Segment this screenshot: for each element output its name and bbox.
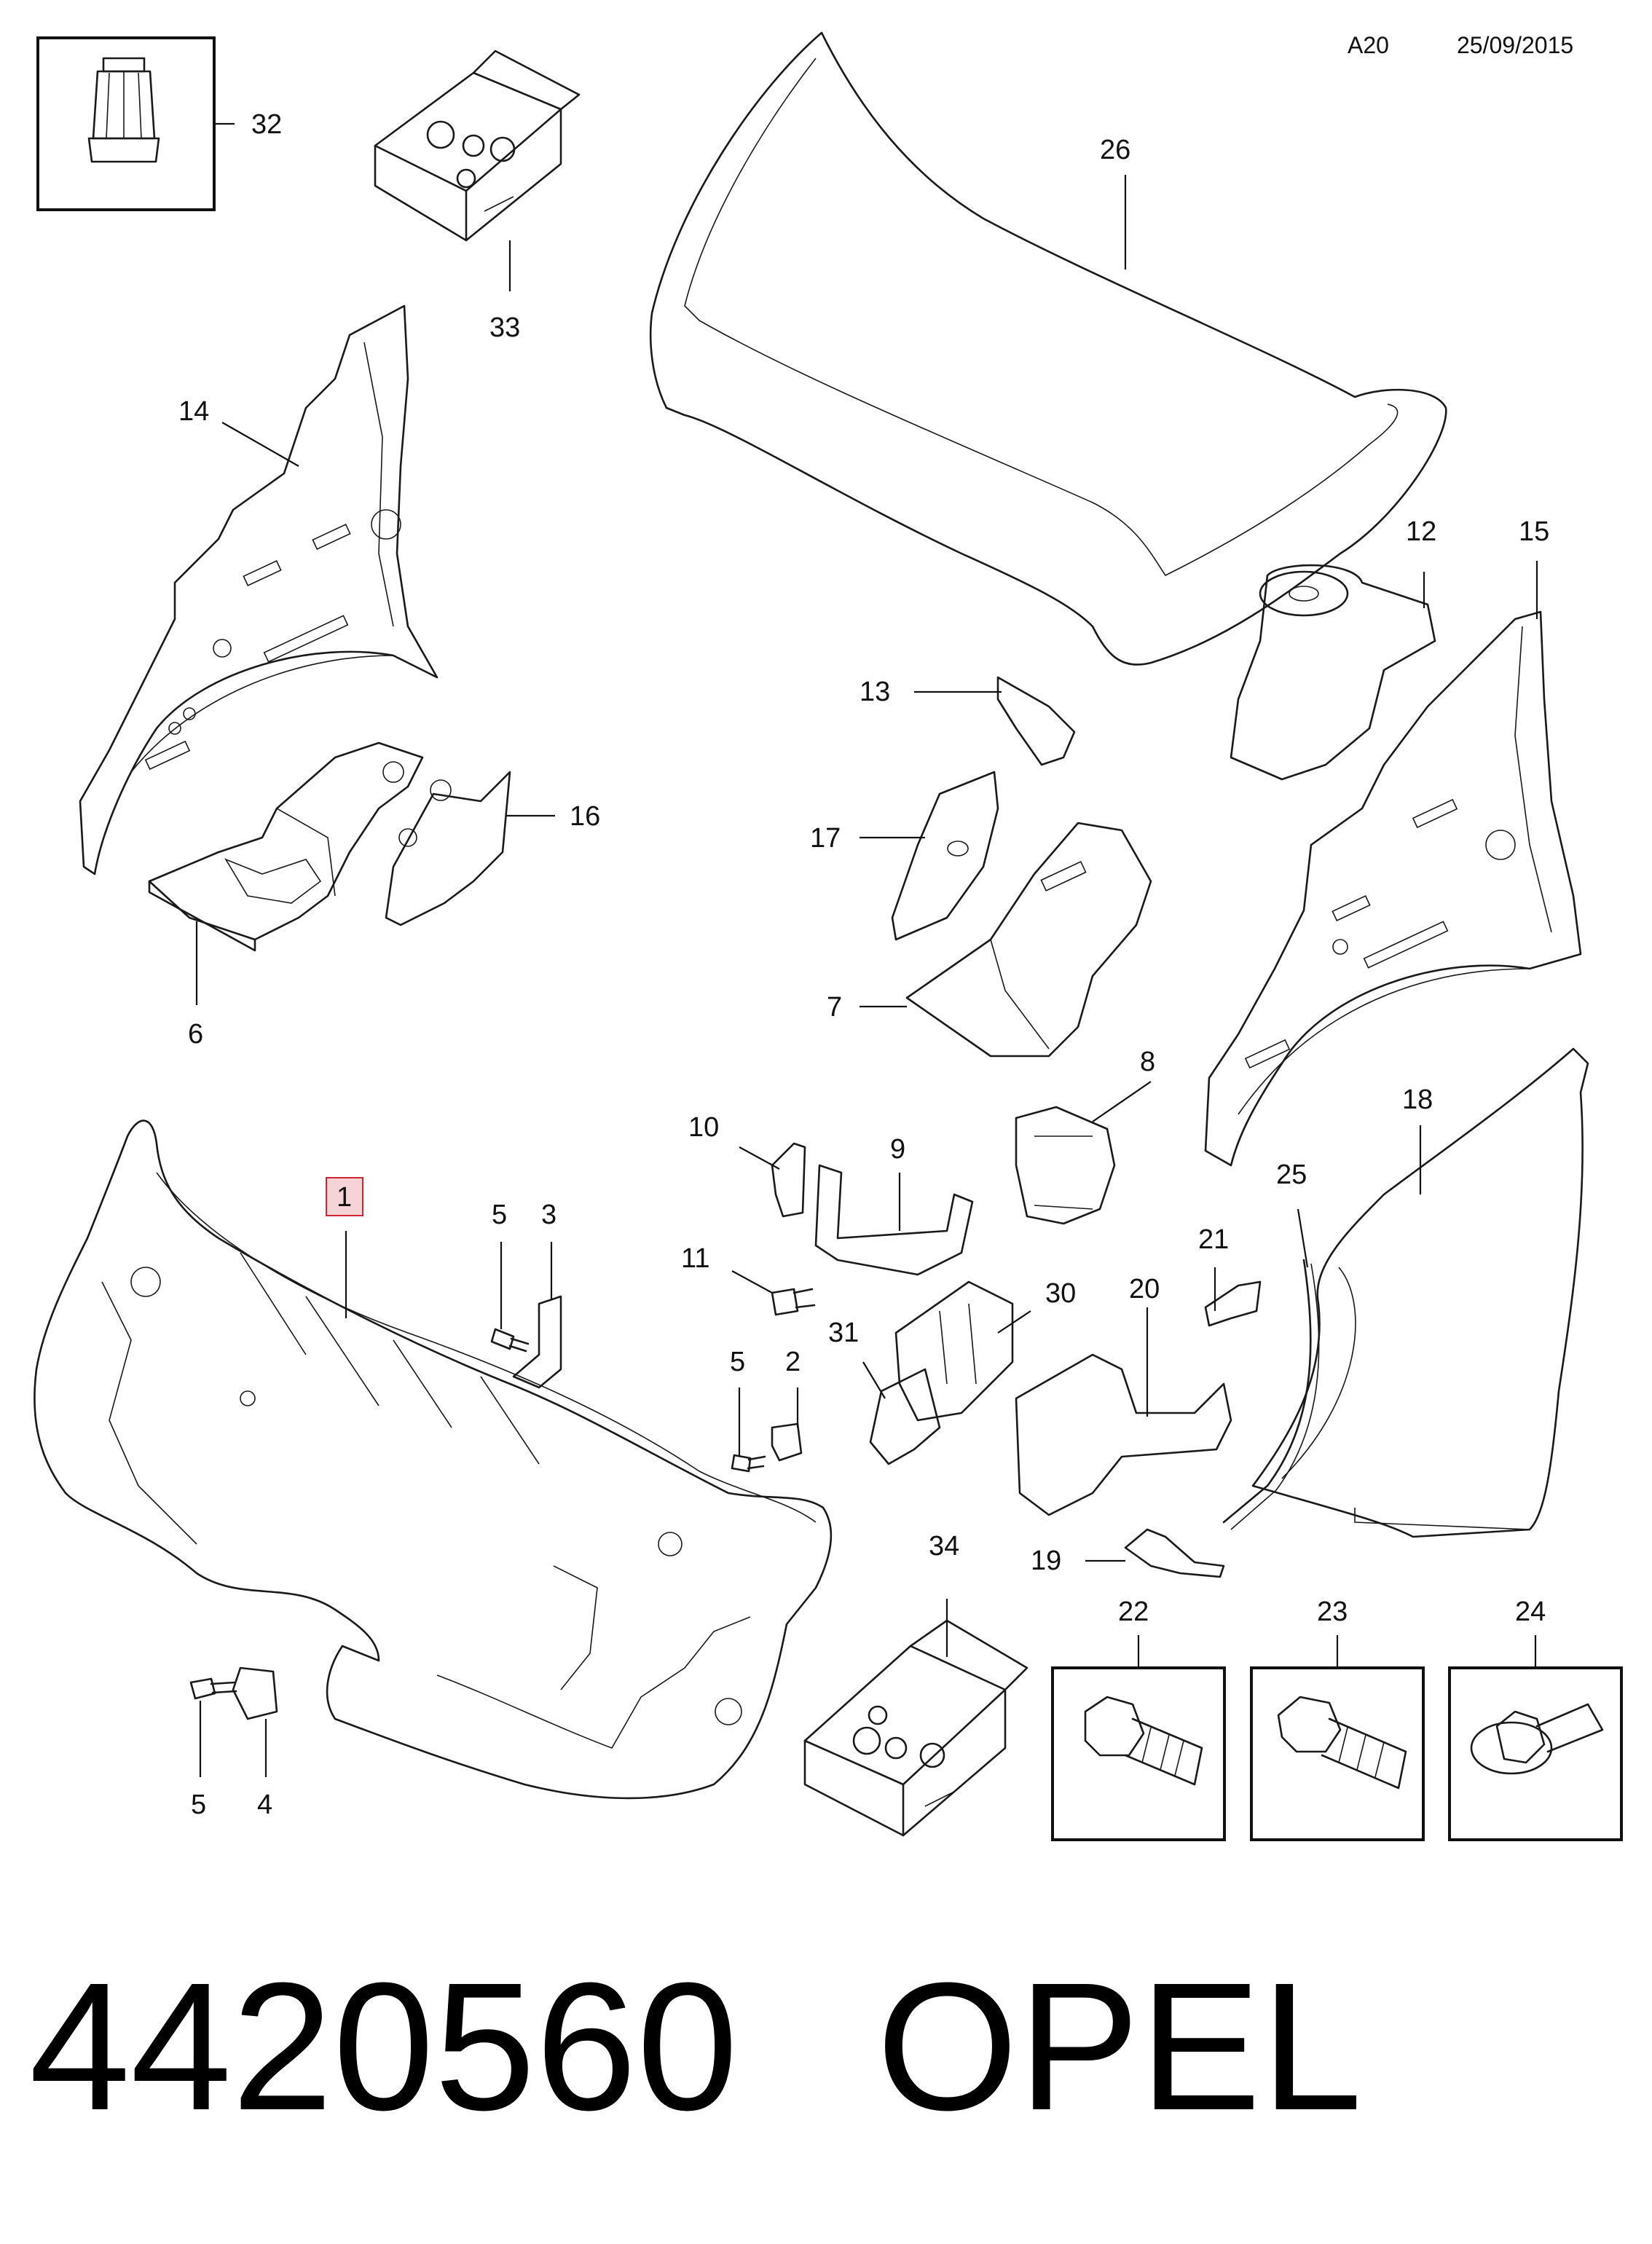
part-15-right-inner-wing[interactable] bbox=[1204, 561, 1582, 1167]
callout-20: 20 bbox=[1129, 1274, 1160, 1304]
callout-12: 12 bbox=[1406, 516, 1436, 547]
callout-14: 14 bbox=[178, 396, 209, 427]
part-21-bracket[interactable] bbox=[1204, 1267, 1262, 1327]
callout-7: 7 bbox=[827, 992, 842, 1023]
callout-18: 18 bbox=[1402, 1084, 1433, 1115]
callout-9: 9 bbox=[890, 1134, 905, 1165]
part-30-bracket[interactable] bbox=[894, 1280, 1031, 1422]
part-33-fastener-kit-box[interactable] bbox=[374, 50, 581, 291]
part-23-bolt[interactable] bbox=[1250, 1635, 1425, 1841]
part-6-left-apron-bracket[interactable] bbox=[148, 741, 424, 1005]
part-5-bolt-c[interactable] bbox=[189, 1677, 237, 1777]
part-17-plate[interactable] bbox=[860, 771, 999, 941]
callout-11: 11 bbox=[681, 1243, 709, 1274]
callout-5b: 5 bbox=[730, 1347, 745, 1377]
part-12-strut-tower[interactable] bbox=[1230, 564, 1436, 781]
callout-2: 2 bbox=[785, 1347, 801, 1377]
callout-16: 16 bbox=[570, 801, 600, 832]
part-1-front-end-carrier[interactable] bbox=[34, 1119, 833, 1800]
callout-23: 23 bbox=[1317, 1597, 1348, 1627]
callout-5a: 5 bbox=[492, 1200, 507, 1230]
callout-4: 4 bbox=[257, 1790, 272, 1820]
callout-15: 15 bbox=[1519, 516, 1549, 547]
part-number: 4420560 bbox=[29, 1945, 739, 2148]
part-14-left-inner-wing[interactable] bbox=[79, 304, 438, 875]
callout-25: 25 bbox=[1276, 1160, 1307, 1190]
part-8-bracket[interactable] bbox=[1015, 1081, 1152, 1225]
part-24-bolt[interactable] bbox=[1448, 1635, 1623, 1841]
part-2-clip[interactable] bbox=[771, 1387, 803, 1462]
footer: 4420560 OPEL bbox=[29, 1945, 1632, 2148]
part-11-bolt[interactable] bbox=[731, 1270, 816, 1316]
part-10-bracket[interactable] bbox=[739, 1142, 806, 1218]
part-20-bracket[interactable] bbox=[1015, 1307, 1232, 1516]
callout-3: 3 bbox=[541, 1200, 556, 1230]
brand-name: OPEL bbox=[876, 1945, 1363, 2148]
callout-13: 13 bbox=[860, 677, 890, 707]
callout-21: 21 bbox=[1198, 1224, 1229, 1255]
callout-31: 31 bbox=[828, 1318, 859, 1348]
callout-1-highlight bbox=[326, 1177, 363, 1216]
part-16-left-bracket[interactable] bbox=[385, 771, 555, 926]
part-25-seal-strip[interactable] bbox=[1222, 1208, 1320, 1530]
callout-6: 6 bbox=[188, 1019, 203, 1050]
callout-30: 30 bbox=[1045, 1278, 1076, 1309]
part-5-bolt-b[interactable] bbox=[731, 1387, 766, 1473]
callout-1: 1 bbox=[337, 1182, 352, 1213]
part-4-lower-bracket[interactable] bbox=[232, 1666, 278, 1777]
part-34-fastener-kit-box[interactable] bbox=[803, 1599, 1028, 1837]
part-26-hood[interactable] bbox=[649, 31, 1447, 666]
callout-32: 32 bbox=[251, 109, 282, 140]
part-31-bracket[interactable] bbox=[862, 1361, 941, 1465]
part-7-right-apron-bracket[interactable] bbox=[860, 822, 1152, 1058]
callout-17: 17 bbox=[810, 823, 841, 854]
callout-22: 22 bbox=[1118, 1597, 1149, 1627]
part-32-rivet-nut[interactable] bbox=[36, 36, 235, 211]
page-code: A20 bbox=[1348, 32, 1389, 58]
part-18-front-fender[interactable] bbox=[1251, 1047, 1589, 1538]
part-13-bracket[interactable] bbox=[914, 676, 1076, 766]
diagram-date: 25/09/2015 bbox=[1457, 32, 1573, 58]
part-3-bracket[interactable] bbox=[512, 1242, 562, 1389]
callout-33: 33 bbox=[489, 312, 520, 343]
callout-8: 8 bbox=[1140, 1047, 1155, 1077]
callout-19: 19 bbox=[1031, 1546, 1061, 1576]
part-19-bracket[interactable] bbox=[1085, 1528, 1225, 1578]
part-9-bracket[interactable] bbox=[814, 1164, 974, 1276]
callout-24: 24 bbox=[1515, 1597, 1546, 1627]
callout-5c: 5 bbox=[191, 1790, 206, 1820]
callout-26: 26 bbox=[1100, 135, 1130, 165]
callout-10: 10 bbox=[688, 1112, 719, 1143]
callout-34: 34 bbox=[929, 1531, 959, 1562]
part-5-bolt-a[interactable] bbox=[490, 1242, 530, 1353]
part-22-bolt[interactable] bbox=[1051, 1635, 1226, 1841]
